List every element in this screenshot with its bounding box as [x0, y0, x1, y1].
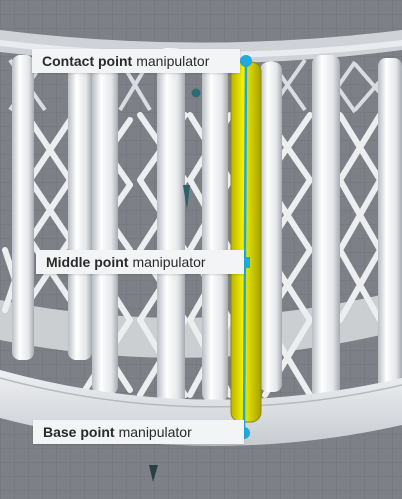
contact-label-connector — [230, 60, 240, 62]
cone-marker-icon — [149, 465, 158, 482]
middle-point-label-bold: Middle point — [46, 254, 129, 270]
contact-point-label-bold: Contact point — [42, 53, 133, 69]
contact-point-handle-icon[interactable] — [240, 55, 252, 67]
middle-point-handle-icon[interactable] — [239, 257, 250, 268]
base-point-label-text: manipulator — [118, 424, 192, 440]
contact-marker-icon — [191, 88, 201, 98]
middle-point-label-text: manipulator — [132, 254, 206, 270]
contact-point-label-text: manipulator — [136, 53, 210, 69]
base-point-label-bold: Base point — [43, 424, 115, 440]
cone-marker-icon — [183, 185, 190, 210]
